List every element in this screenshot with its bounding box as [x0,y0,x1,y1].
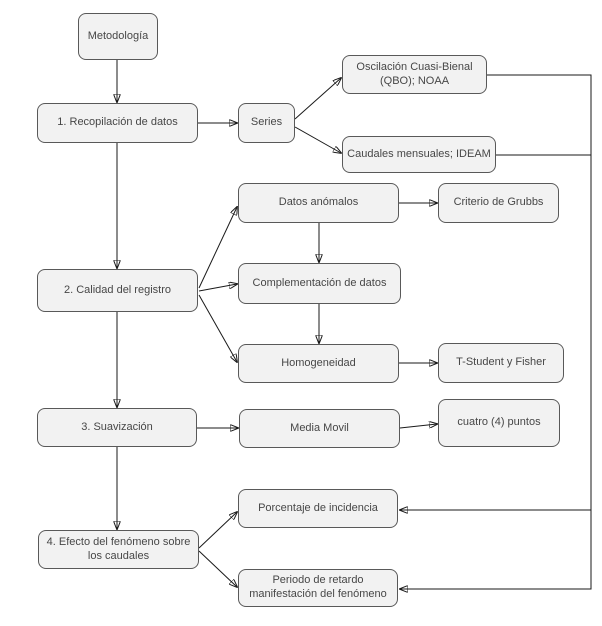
edge-series-qbo [294,78,341,120]
node-label: T-Student y Fisher [456,356,546,369]
node-label: 1. Recopilación de datos [57,116,178,129]
node-metodologia: Metodología [78,13,158,60]
node-calidad-registro: 2. Calidad del registro [37,269,198,312]
node-series: Series [238,103,295,143]
node-label: 2. Calidad del registro [63,283,171,296]
node-label: Criterio de Grubbs [453,196,544,209]
node-efecto-fenomeno: 4. Efecto del fenómeno sobre los caudale… [38,530,199,569]
node-label: Oscilación Cuasi-Bienal (QBO); NOAA [356,60,473,87]
node-suavizacion: 3. Suavización [37,408,197,447]
node-oscilacion-cuasi-bienal: Oscilación Cuasi-Bienal (QBO); NOAA [342,55,487,94]
edge-media-movil-cuatro-puntos [399,424,437,429]
node-label: Homogeneidad [281,356,356,369]
node-label: Series [250,116,283,129]
node-complementacion-datos: Complementación de datos [238,263,401,304]
node-label: Complementación de datos [252,276,387,289]
node-label: Media Movil [290,421,349,434]
node-label: cuatro (4) puntos [457,416,541,429]
edge-calidad-complementacion [198,284,237,292]
node-label: Caudales mensuales; IDEAM [347,147,491,160]
node-label: 3. Suavización [81,420,153,433]
edge-efecto-porcentaje [198,512,237,549]
node-periodo-retardo: Periodo de retardo manifestación del fen… [238,569,398,607]
node-datos-anomalos: Datos anómalos [238,183,399,223]
edge-efecto-periodo [198,550,237,587]
node-t-student-fisher: T-Student y Fisher [438,343,564,383]
node-cuatro-puntos: cuatro (4) puntos [438,399,560,447]
edge-calidad-homogeneidad [198,294,237,362]
node-label: Periodo de retardo manifestación del fen… [249,574,387,600]
node-label: 4. Efecto del fenómeno sobre los caudale… [46,535,191,562]
node-label: Porcentaje de incidencia [258,501,378,514]
node-label: Metodología [87,29,149,42]
node-media-movil: Media Movil [239,409,400,448]
edge-caudales-periodo-route [400,154,592,589]
node-caudales-mensuales: Caudales mensuales; IDEAM [342,136,496,173]
node-label: Datos anómalos [278,196,359,209]
node-criterio-grubbs: Criterio de Grubbs [438,183,559,223]
edge-series-caudales [294,126,341,153]
node-porcentaje-incidencia: Porcentaje de incidencia [238,489,398,528]
edge-calidad-datos-anomalos [198,207,237,289]
node-recopilacion-datos: 1. Recopilación de datos [37,103,198,143]
node-homogeneidad: Homogeneidad [238,344,399,383]
